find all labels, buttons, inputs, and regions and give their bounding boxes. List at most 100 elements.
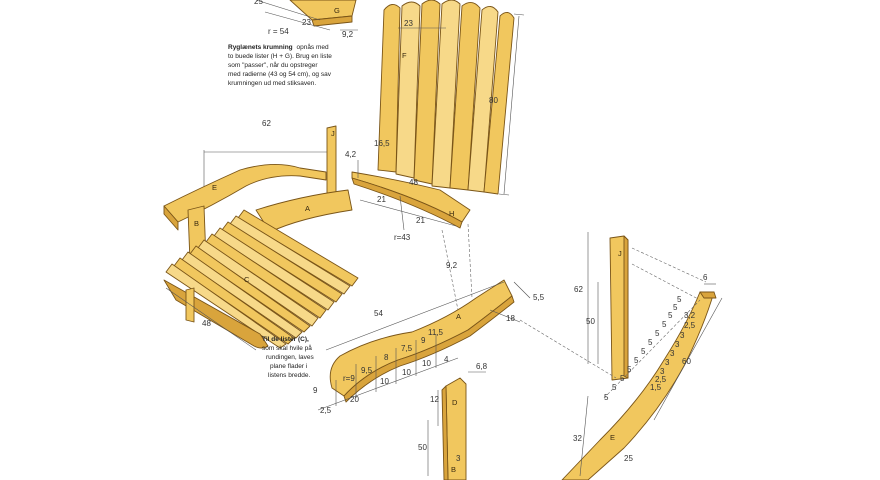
- dim-j-62: 62: [574, 285, 583, 294]
- e-seq-1: 5: [612, 383, 617, 392]
- e-seq-11: 5: [677, 295, 682, 304]
- dim-back-48: 48: [409, 178, 418, 187]
- dim-arm-54: 54: [374, 309, 383, 318]
- dim-back-23: 23: [404, 19, 413, 28]
- e-seq-5: 5: [641, 347, 646, 356]
- side-rail-a-detail: A 54 5,5 18 11,5 9 7,5 8 9,5 4 10 10 10 …: [313, 279, 545, 415]
- dim-arm-10c: 10: [380, 377, 389, 386]
- dim-seat-48: 48: [202, 319, 211, 328]
- dim-back-r43: r=43: [394, 233, 411, 242]
- e-seq-8: 5: [662, 320, 667, 329]
- dim-arm-11-5: 11,5: [428, 328, 444, 337]
- dim-arm-9b: 9: [313, 386, 318, 395]
- dim-e-32: 32: [573, 434, 582, 443]
- label-g: G: [334, 6, 340, 15]
- e-seq-10: 5: [673, 303, 678, 312]
- e-seq-0: 5: [604, 393, 609, 402]
- dim-arm-10a: 10: [422, 359, 431, 368]
- label-e-seat: E: [212, 183, 217, 192]
- slats-annotation-line0: som skal hvile på: [262, 344, 312, 352]
- backrest-annotation-line3: med radierne (43 og 54 cm), og sav: [228, 71, 332, 78]
- dim-e-25: 25: [624, 454, 633, 463]
- backrest-annotation-bold: Ryglænets krumning: [228, 44, 293, 51]
- e-right-5: 3: [665, 358, 670, 367]
- dim-back-21a: 21: [377, 195, 386, 204]
- label-j-post: J: [618, 249, 622, 258]
- label-b-leg: B: [451, 465, 456, 474]
- slats-annotation-line3: listens bredde.: [268, 372, 310, 379]
- e-right-1: 2,5: [684, 321, 696, 330]
- dim-j-50: 50: [586, 317, 595, 326]
- dim-top-r54: r = 54: [268, 27, 289, 36]
- dim-arm-r9: r=9: [343, 374, 355, 383]
- dim-leg-6-8: 6,8: [476, 362, 488, 371]
- dim-seat-62: 62: [262, 119, 271, 128]
- dim-back-80: 80: [489, 96, 498, 105]
- part-g-top: G 25 23 r = 54 9,2: [254, 0, 358, 39]
- label-d: D: [452, 398, 458, 407]
- label-a-rail: A: [456, 312, 461, 321]
- back-post-j-detail: J 62 50: [519, 232, 707, 381]
- dim-back-9-2: 9,2: [446, 261, 458, 270]
- e-right-2: 3: [680, 331, 685, 340]
- seat-slats: [165, 209, 359, 349]
- slats-annotation-bold: Til de lister (C),: [262, 336, 309, 343]
- dim-arm-20: 20: [350, 395, 359, 404]
- e-seq-6: 5: [648, 338, 653, 347]
- label-e-leg: E: [610, 433, 615, 442]
- dim-arm-7-5: 7,5: [401, 344, 413, 353]
- backrest-annotation-line1: to buede lister (H + G). Brug en liste: [228, 53, 332, 60]
- slats-annotation: Til de lister (C), som skal hvile på run…: [262, 336, 337, 379]
- slats-annotation-line2: plane flader i: [270, 363, 307, 370]
- dim-arm-9: 9: [421, 336, 426, 345]
- dim-leg-50: 50: [418, 443, 427, 452]
- e-seq-2: 5: [620, 374, 625, 383]
- dim-e-60: 60: [682, 357, 691, 366]
- dim-arm-5-5: 5,5: [533, 293, 545, 302]
- e-right-4: 3: [670, 349, 675, 358]
- dim-back-4-2: 4,2: [345, 150, 357, 159]
- dim-e-6: 6: [703, 273, 708, 282]
- backrest-annotation-line2: som "passer", når du opstreger: [228, 61, 318, 69]
- backrest-annotation-line0: opnås med: [296, 43, 329, 51]
- backrest-annotation-line4: krumningen ud med stiksaven.: [228, 80, 316, 87]
- label-c-seat: C: [244, 275, 250, 284]
- e-right-dims: 3,2 2,5 3 3 3 3 3 2,5 1,5: [650, 311, 696, 392]
- e-seq-9: 5: [668, 311, 673, 320]
- label-b-seat: B: [194, 219, 199, 228]
- dim-leg-12: 12: [430, 395, 439, 404]
- e-right-7: 2,5: [655, 375, 667, 384]
- rear-leg-e-detail: E 6 60 32 25 5 5 5 5 5 5 5 5 5 5 5 5 3,2…: [561, 273, 723, 480]
- dim-arm-9-5: 9,5: [361, 366, 373, 375]
- dim-back-21b: 21: [416, 216, 425, 225]
- label-a-seat: A: [305, 204, 310, 213]
- e-seq-7: 5: [655, 329, 660, 338]
- slats-annotation-line1: rundingen, laves: [266, 354, 314, 361]
- dim-arm-4: 4: [444, 355, 449, 364]
- dim-leg-3: 3: [456, 454, 461, 463]
- dim-arm-10b: 10: [402, 368, 411, 377]
- dim-back-16-5: 16,5: [374, 139, 390, 148]
- backrest-rail-h: H 4,2 48 21 21 r=43 9,2: [345, 150, 473, 311]
- dim-arm-2-5: 2,5: [320, 406, 332, 415]
- dim-top-23: 23: [302, 18, 311, 27]
- backrest-annotation: Ryglænets krumning opnås med to buede li…: [228, 43, 332, 87]
- e-right-3: 3: [675, 340, 680, 349]
- front-leg-detail: D B 6,8 12 50 3: [418, 362, 488, 480]
- dim-top-25: 25: [254, 0, 263, 6]
- e-seq-4: 5: [634, 356, 639, 365]
- e-sequence-ticks: 5 5 5 5 5 5 5 5 5 5 5 5: [604, 295, 682, 402]
- dim-top-9-2: 9,2: [342, 30, 354, 39]
- svg-text:Ryglænets krumning opnås: Ryglænets krumning opnås med: [228, 43, 329, 51]
- e-seq-3: 5: [627, 365, 632, 374]
- label-j-seat: J: [331, 129, 335, 138]
- dim-arm-8: 8: [384, 353, 389, 362]
- dim-arm-18: 18: [506, 314, 515, 323]
- backrest-slats: F 23 80 16,5: [374, 0, 525, 196]
- e-right-0: 3,2: [684, 311, 696, 320]
- seat-assembly: 62 J E B A C 48: [163, 119, 359, 351]
- label-f: F: [402, 51, 407, 60]
- label-h: H: [449, 209, 454, 218]
